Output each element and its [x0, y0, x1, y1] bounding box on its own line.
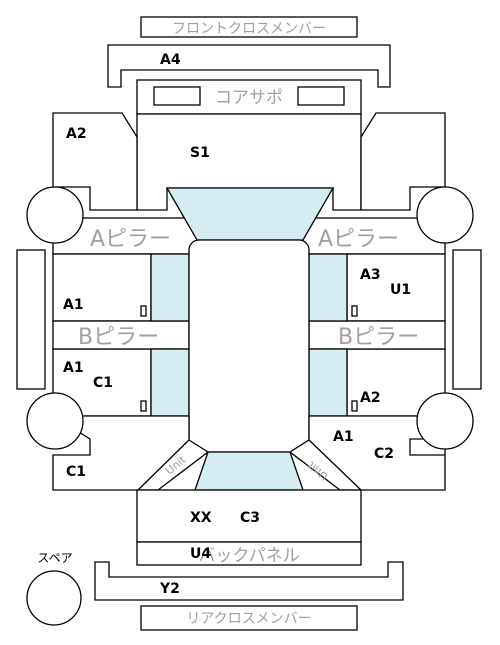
code-s1: S1	[190, 145, 210, 161]
front-left-wheel	[26, 186, 84, 244]
left-front-side-glass	[150, 253, 190, 322]
code-u4: U4	[190, 546, 211, 562]
b-pillar-right-band	[308, 320, 446, 350]
left-rear-quarter	[50, 415, 190, 491]
code-y2: Y2	[159, 581, 180, 597]
a-pillar-left-label: Aピラー	[90, 227, 171, 252]
a-pillar-right-label: Aピラー	[318, 227, 399, 252]
front-bracket	[107, 44, 391, 88]
code-a2-top: A2	[66, 126, 87, 142]
code-xx: XX	[190, 510, 212, 526]
rear-glass	[194, 451, 304, 491]
code-c2: C2	[374, 446, 394, 462]
code-a4: A4	[160, 52, 181, 68]
rear-cross-member-box	[140, 605, 358, 631]
front-right-wheel	[416, 186, 474, 244]
rear-left-wheel	[26, 392, 84, 450]
rear-cross-member-label: リアクロスメンバー	[186, 611, 311, 627]
code-u1: U1	[390, 282, 411, 298]
back-panel-label: バックパネル	[198, 546, 299, 566]
core-support-left-slot	[153, 86, 201, 106]
windshield	[165, 187, 335, 241]
code-a3: A3	[360, 267, 381, 283]
right-front-side-glass	[308, 253, 348, 322]
core-support-right-slot	[297, 86, 345, 106]
code-a1-right: A1	[333, 429, 354, 445]
right-rear-side-glass	[308, 348, 348, 417]
b-pillar-right-label: Bピラー	[338, 325, 419, 350]
front-cross-member-box	[140, 16, 358, 38]
spare-tire	[26, 570, 82, 626]
code-c3: C3	[240, 510, 260, 526]
left-rear-door-handle	[140, 400, 147, 412]
right-rear-door-handle	[351, 400, 358, 412]
code-a1-left-lower: A1	[63, 360, 84, 376]
code-a1-left-upper: A1	[63, 297, 84, 313]
right-front-door-handle	[351, 305, 358, 317]
core-support-label: コアサポ	[215, 88, 283, 108]
code-a2-right: A2	[360, 390, 381, 406]
back-panel-box	[136, 541, 362, 566]
right-side-mirror	[452, 249, 482, 390]
rear-right-wheel	[416, 392, 474, 450]
spare-label: スペア	[37, 551, 72, 565]
left-front-door-handle	[140, 305, 147, 317]
left-side-mirror	[16, 249, 46, 390]
left-rear-side-glass	[150, 348, 190, 417]
code-c1-bottom: C1	[66, 464, 86, 480]
code-c1-left-lower: C1	[93, 375, 113, 391]
b-pillar-left-label: Bピラー	[78, 325, 159, 350]
right-front-fender	[360, 112, 446, 211]
roof	[188, 239, 310, 453]
front-cross-member-label: フロントクロスメンバー	[172, 21, 326, 37]
rear-bracket	[94, 561, 404, 601]
b-pillar-left-band	[52, 320, 190, 350]
left-front-door	[52, 253, 152, 322]
trunk	[136, 489, 362, 543]
